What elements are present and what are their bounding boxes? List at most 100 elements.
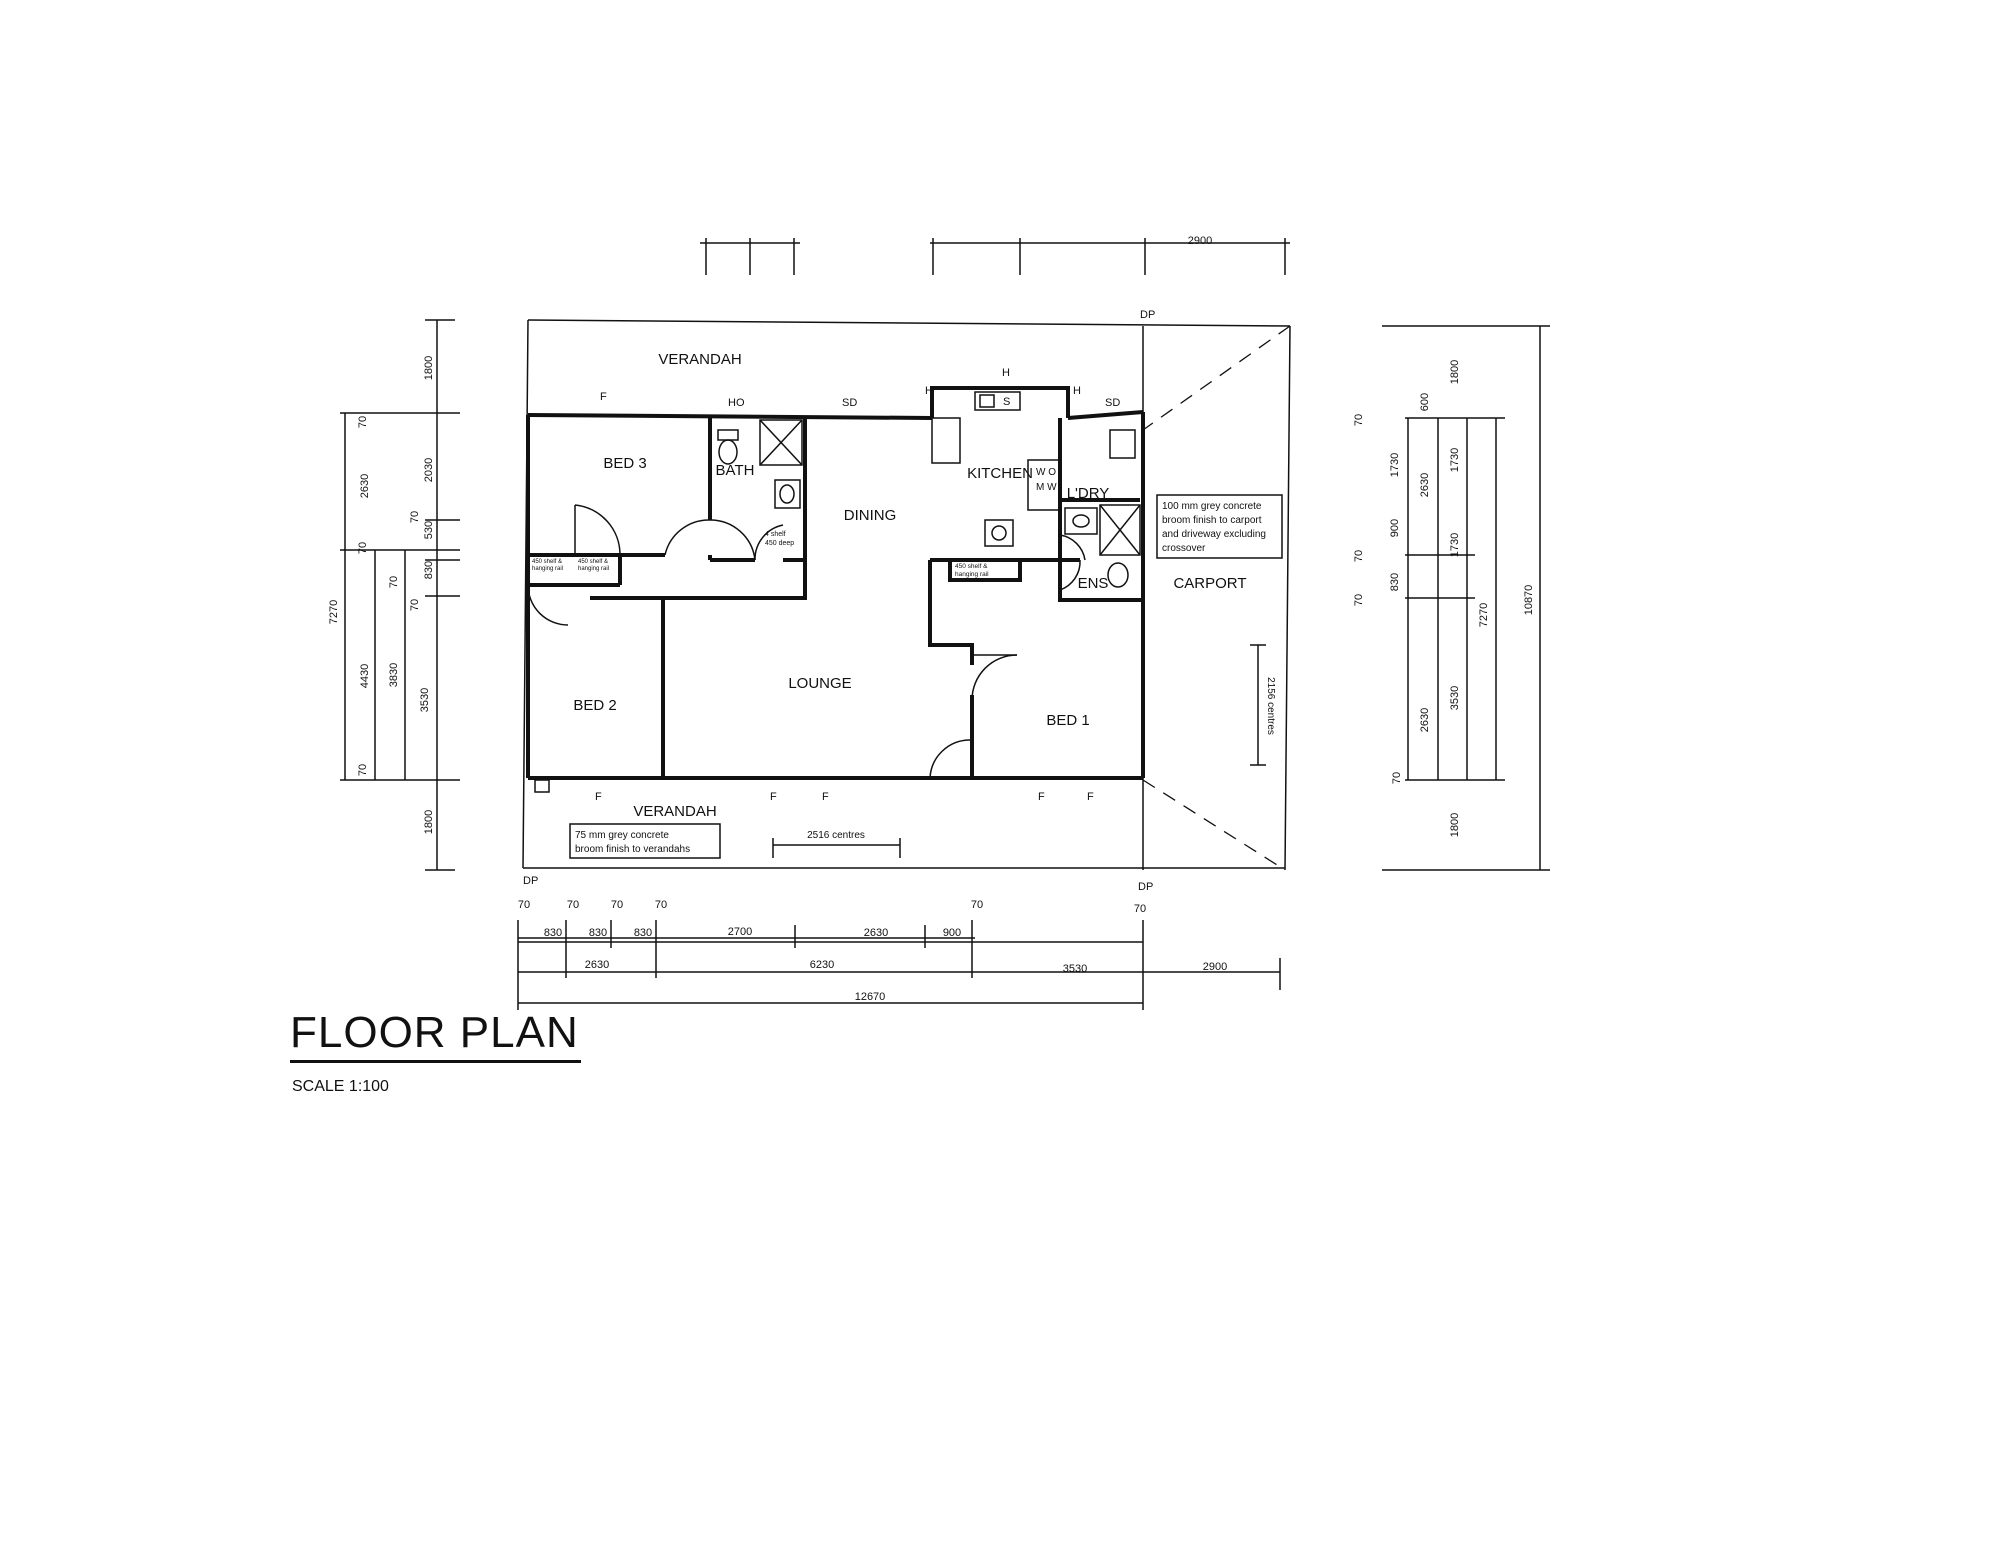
- svg-text:7270: 7270: [1478, 603, 1490, 627]
- svg-text:100 mm grey concrete: 100 mm grey concrete: [1162, 501, 1262, 512]
- plan-title: FLOOR PLAN: [290, 1008, 581, 1063]
- left-dimensions: 1800 7270 1800 70 2630 70 4430 70 2030 7…: [328, 319, 460, 871]
- svg-text:830: 830: [1389, 573, 1401, 591]
- svg-text:broom finish to carport: broom finish to carport: [1162, 515, 1262, 526]
- svg-text:70: 70: [1353, 414, 1365, 426]
- internal-walls: [528, 418, 1143, 778]
- svg-text:70: 70: [567, 899, 579, 911]
- svg-text:1800: 1800: [423, 810, 435, 834]
- room-dining: DINING: [844, 507, 897, 524]
- svg-text:70: 70: [611, 899, 623, 911]
- room-laundry: L'DRY: [1067, 485, 1110, 502]
- centres-bottom: 2516 centres: [772, 830, 901, 858]
- svg-text:70: 70: [971, 899, 983, 911]
- shelf-bed2-1: 450 shelf &: [532, 559, 562, 565]
- svg-text:75 mm grey concrete: 75 mm grey concrete: [575, 830, 669, 841]
- shelf-bed1-1: 450 shelf &: [955, 563, 988, 570]
- svg-text:2630: 2630: [864, 927, 888, 939]
- shelf-bed3-2: hanging rail: [578, 566, 609, 572]
- shelf-bed1-2: hanging rail: [955, 571, 989, 578]
- svg-text:2630: 2630: [585, 959, 609, 971]
- room-kitchen: KITCHEN: [967, 465, 1033, 482]
- doors: [527, 504, 1086, 779]
- svg-text:1800: 1800: [1449, 813, 1461, 837]
- room-lounge: LOUNGE: [788, 675, 851, 692]
- room-ensuite: ENS: [1078, 575, 1109, 592]
- label-dp: DP: [1138, 881, 1153, 893]
- svg-text:70: 70: [1353, 550, 1365, 562]
- svg-text:2630: 2630: [1419, 473, 1431, 497]
- label-mw: M W: [1036, 482, 1057, 493]
- room-carport: CARPORT: [1173, 575, 1246, 592]
- svg-text:4430: 4430: [359, 664, 371, 688]
- svg-text:2630: 2630: [359, 474, 371, 498]
- svg-text:70: 70: [409, 599, 421, 611]
- svg-text:70: 70: [357, 542, 369, 554]
- svg-text:70: 70: [409, 511, 421, 523]
- label-sd: SD: [1105, 397, 1120, 409]
- fixtures: [534, 391, 1141, 793]
- svg-text:70: 70: [655, 899, 667, 911]
- room-labels: VERANDAH BED 3 BATH DINING KITCHEN L'DRY…: [573, 351, 1246, 820]
- svg-text:2156 centres: 2156 centres: [1265, 677, 1276, 735]
- svg-text:2630: 2630: [1419, 708, 1431, 732]
- shelf-notes: 4 shelf 450 deep 450 shelf & hanging rai…: [532, 531, 989, 578]
- svg-text:10870: 10870: [1523, 585, 1535, 616]
- svg-text:70: 70: [518, 899, 530, 911]
- verandah-note: 75 mm grey concrete broom finish to vera…: [569, 823, 721, 859]
- svg-text:900: 900: [1389, 519, 1401, 537]
- plan-scale: SCALE 1:100: [292, 1078, 389, 1095]
- right-dimensions: 70 600 1730 2630 900 1730 830 1730 70 70…: [1353, 325, 1550, 871]
- svg-text:2516 centres: 2516 centres: [807, 830, 865, 841]
- label-f: F: [595, 791, 602, 803]
- svg-text:12670: 12670: [855, 991, 886, 1003]
- svg-text:830: 830: [634, 927, 652, 939]
- label-f: F: [600, 391, 607, 403]
- svg-text:70: 70: [357, 764, 369, 776]
- svg-text:70: 70: [1353, 594, 1365, 606]
- toilet-bath: [717, 429, 739, 441]
- svg-text:1730: 1730: [1449, 533, 1461, 557]
- shelf-bath-1: 4 shelf: [765, 531, 786, 538]
- shelf-bed2-2: hanging rail: [532, 566, 563, 572]
- label-ho: HO: [728, 397, 745, 409]
- shower-bath: [759, 419, 803, 466]
- svg-text:2900: 2900: [1203, 961, 1227, 973]
- centres-right: 2156 centres: [1250, 644, 1276, 766]
- svg-text:70: 70: [357, 416, 369, 428]
- bottom-dimensions: 70 70 70 70 70 70 830 830 830 2700 2630 …: [517, 899, 1281, 1010]
- carport-note: 100 mm grey concrete broom finish to car…: [1156, 494, 1283, 559]
- svg-text:6230: 6230: [810, 959, 834, 971]
- svg-text:2030: 2030: [423, 458, 435, 482]
- label-f: F: [1038, 791, 1045, 803]
- svg-text:530: 530: [423, 521, 435, 539]
- label-f: F: [822, 791, 829, 803]
- svg-text:600: 600: [1419, 393, 1431, 411]
- label-s: S: [1003, 396, 1010, 408]
- svg-text:2700: 2700: [728, 926, 752, 938]
- svg-text:70: 70: [1391, 772, 1403, 784]
- svg-text:7270: 7270: [328, 600, 340, 624]
- top-dimension-fragments: 2900: [700, 235, 1290, 275]
- svg-text:3530: 3530: [419, 688, 431, 712]
- stove: [984, 519, 1014, 547]
- label-h: H: [925, 385, 933, 397]
- room-bed2: BED 2: [573, 697, 616, 714]
- label-h: H: [1002, 367, 1010, 379]
- svg-text:3830: 3830: [388, 663, 400, 687]
- svg-text:3530: 3530: [1449, 686, 1461, 710]
- svg-text:1800: 1800: [1449, 360, 1461, 384]
- svg-text:broom finish to verandahs: broom finish to verandahs: [575, 844, 690, 855]
- label-h: H: [1073, 385, 1081, 397]
- shelf-bed3-1: 450 shelf &: [578, 559, 608, 565]
- svg-text:70: 70: [388, 576, 400, 588]
- label-dp: DP: [1140, 309, 1155, 321]
- top-dim-2900: 2900: [1188, 235, 1212, 247]
- svg-text:70: 70: [1134, 903, 1146, 915]
- room-bed1: BED 1: [1046, 712, 1089, 729]
- room-bath: BATH: [716, 462, 755, 479]
- shelf-bath-2: 450 deep: [765, 540, 794, 547]
- svg-text:900: 900: [943, 927, 961, 939]
- svg-text:1730: 1730: [1389, 453, 1401, 477]
